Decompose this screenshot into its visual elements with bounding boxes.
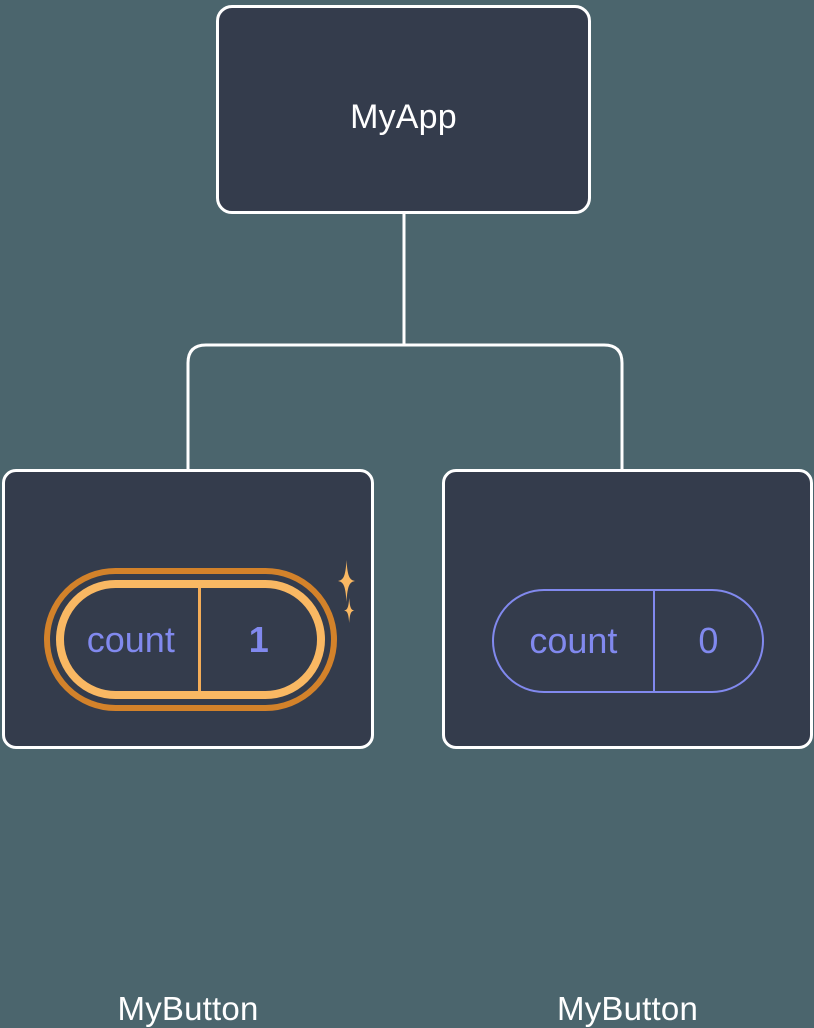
node-title-mybutton-left: MyButton: [117, 990, 259, 1027]
node-title-myapp: MyApp: [350, 98, 457, 136]
sparkle-small-icon: [344, 598, 355, 623]
sparkle-large-icon: [338, 560, 355, 602]
diagram-canvas: MyApp MyButton count 1 MyButton count 0: [2, 5, 813, 1027]
state-pill-count-plain[interactable]: count 0: [492, 589, 764, 693]
state-pill-label-right: count: [494, 591, 655, 691]
node-title-mybutton-right: MyButton: [557, 990, 698, 1027]
sparkle-group: [338, 560, 355, 623]
state-pill-count-highlighted[interactable]: count 1: [44, 568, 337, 711]
connector-branch-bus: [186, 343, 624, 470]
state-pill-inner-ring: count 1: [56, 580, 325, 699]
component-node-myapp[interactable]: MyApp: [216, 5, 591, 214]
state-pill-value-right: 0: [698, 620, 719, 661]
state-pill-value-left: 1: [248, 618, 269, 660]
state-pill-label-left: count: [64, 588, 201, 691]
connector-lines: [186, 212, 624, 470]
